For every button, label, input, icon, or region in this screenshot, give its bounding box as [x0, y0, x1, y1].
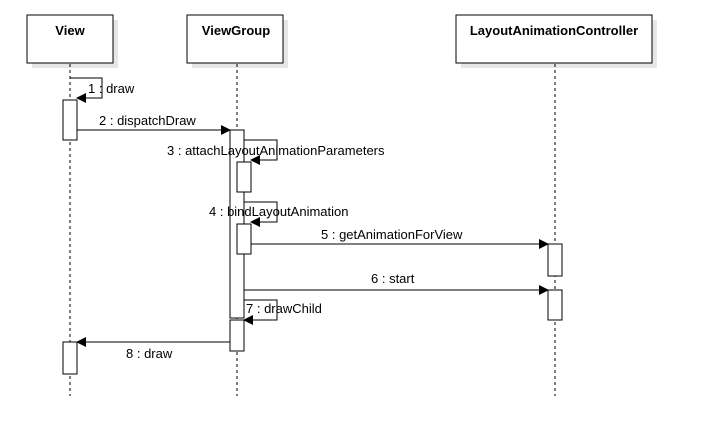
message-3-label: 3 : attachLayoutAnimationParameters: [167, 143, 385, 158]
message-7-label: 7 : drawChild: [246, 301, 322, 316]
participant-layoutanimationcontroller: LayoutAnimationController: [455, 14, 657, 68]
message-1-draw: 1 : draw: [70, 77, 135, 103]
message-3-attach: 3 : attachLayoutAnimationParameters: [167, 139, 385, 165]
participant-viewgroup: ViewGroup: [186, 14, 288, 68]
activation-viewgroup-attach: [236, 161, 252, 193]
message-5-label: 5 : getAnimationForView: [321, 227, 463, 242]
participant-view-label: View: [55, 23, 85, 38]
message-4-label: 4 : bindLayoutAnimation: [209, 204, 348, 219]
message-7-drawchild: 7 : drawChild: [243, 299, 322, 325]
message-5-getanimation: 5 : getAnimationForView: [251, 227, 549, 249]
activation-lac-2: [547, 289, 563, 321]
activation-viewgroup-bind: [236, 223, 252, 255]
activation-viewgroup-drawchild: [229, 319, 245, 352]
message-6-label: 6 : start: [371, 271, 415, 286]
participant-lac-label: LayoutAnimationController: [470, 23, 638, 38]
message-1-label: 1 : draw: [88, 81, 135, 96]
message-2-label: 2 : dispatchDraw: [99, 113, 196, 128]
message-8-label: 8 : draw: [126, 346, 173, 361]
participant-view: View: [26, 14, 118, 68]
message-6-start: 6 : start: [244, 271, 549, 295]
message-2-dispatchdraw: 2 : dispatchDraw: [77, 113, 231, 135]
message-4-bind: 4 : bindLayoutAnimation: [209, 201, 348, 227]
activation-view-1: [62, 99, 78, 141]
participant-viewgroup-label: ViewGroup: [202, 23, 270, 38]
message-8-draw: 8 : draw: [76, 337, 230, 361]
activation-lac-1: [547, 243, 563, 277]
activation-view-2: [62, 341, 78, 375]
